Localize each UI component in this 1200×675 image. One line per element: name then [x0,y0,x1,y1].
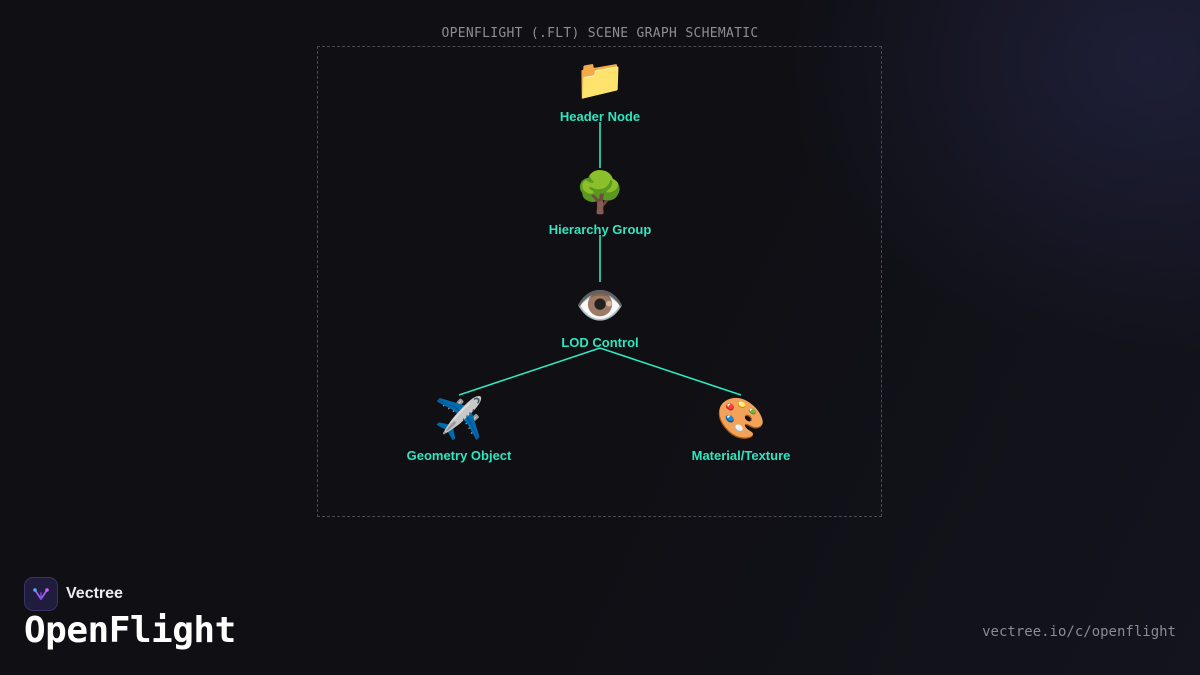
node-label: Header Node [559,109,641,124]
node-label: Material/Texture [691,448,791,463]
folder-icon: 📁 [575,57,625,103]
node-label: Geometry Object [406,448,512,463]
vectree-logo-icon [24,577,58,611]
page-url[interactable]: vectree.io/c/openflight [982,624,1176,640]
airplane-icon: ✈️ [434,396,484,442]
tree-icon: 🌳 [575,170,625,216]
brand-name: Vectree [66,585,123,602]
node-material-texture[interactable]: 🎨 Material/Texture [641,395,841,463]
node-lod-control[interactable]: 👁️ LOD Control [500,282,700,350]
schematic-title: OPENFLIGHT (.FLT) SCENE GRAPH SCHEMATIC [441,26,759,41]
node-header[interactable]: 📁 Header Node [500,56,700,124]
node-label: Hierarchy Group [548,222,652,237]
palette-icon: 🎨 [716,396,766,442]
page-title: OpenFlight [24,610,236,651]
node-label: LOD Control [561,335,639,350]
node-hierarchy-group[interactable]: 🌳 Hierarchy Group [500,169,700,237]
node-geometry-object[interactable]: ✈️ Geometry Object [359,395,559,463]
brand[interactable]: Vectree [24,577,123,611]
eye-icon: 👁️ [575,283,625,329]
schematic-frame [317,46,882,517]
